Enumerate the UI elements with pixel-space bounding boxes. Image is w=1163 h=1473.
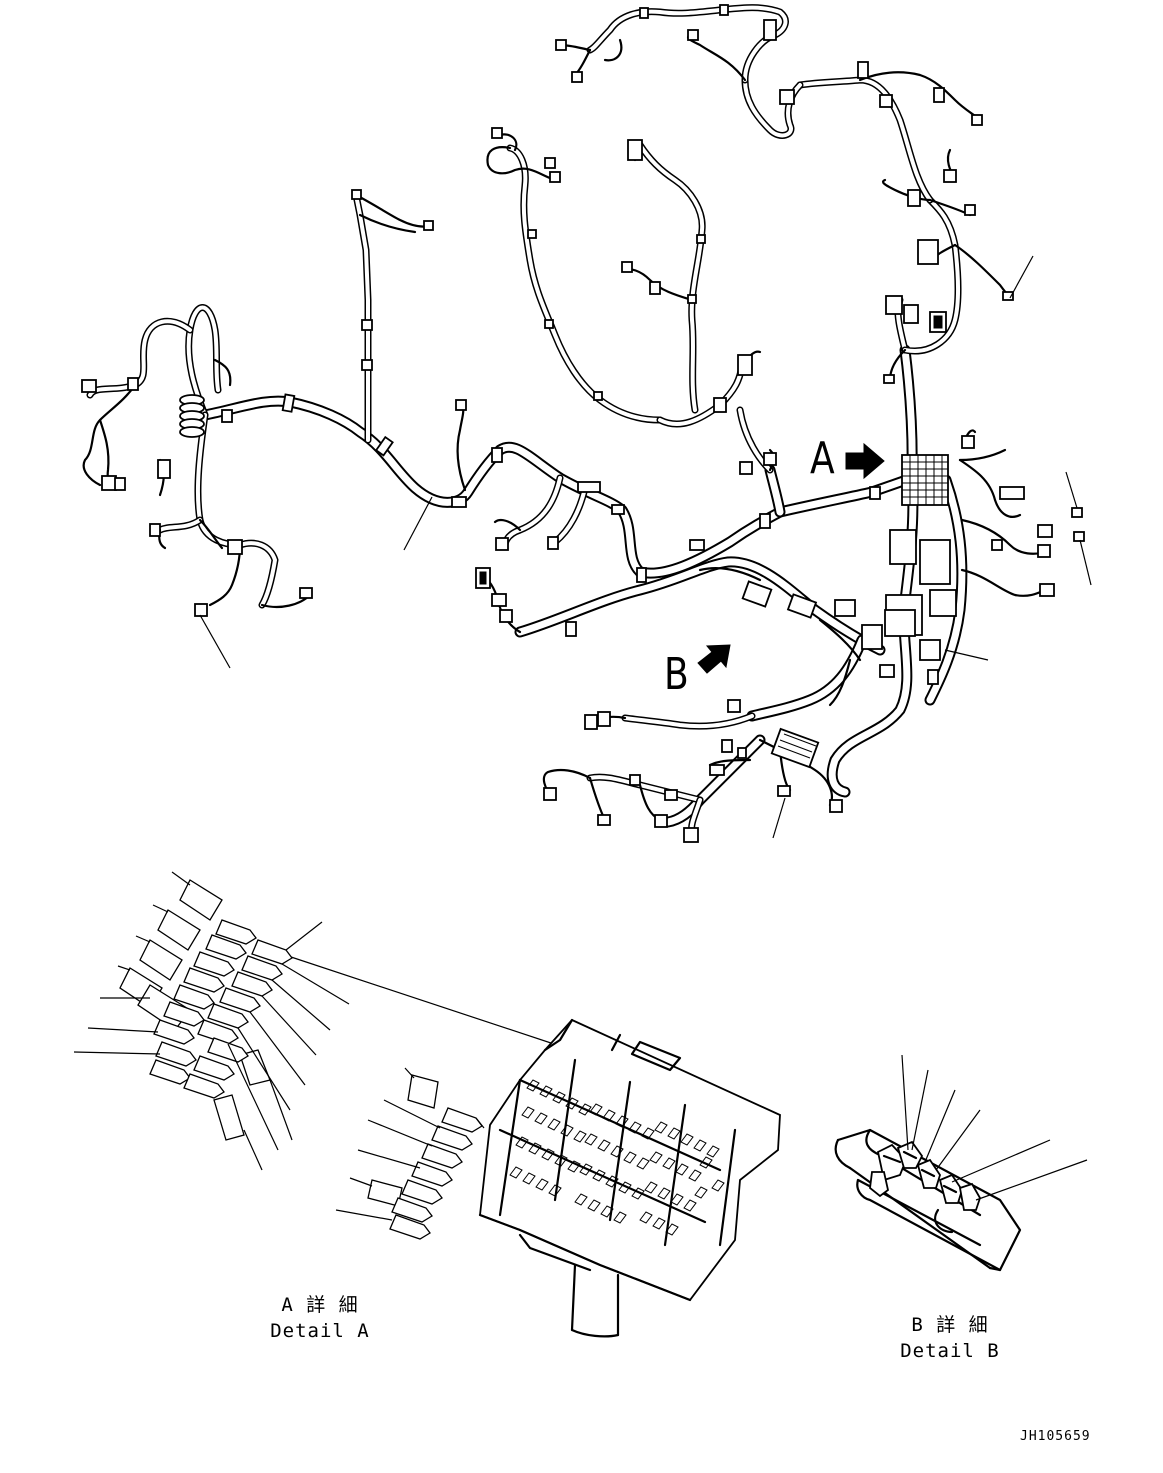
callout-label-a: A bbox=[810, 433, 835, 484]
left-branch-cluster bbox=[81, 304, 313, 617]
coiled-harness bbox=[179, 394, 205, 438]
vertical-branch bbox=[351, 189, 434, 444]
main-harness-trunk bbox=[199, 344, 968, 828]
lower-branch-cluster bbox=[542, 699, 843, 843]
detail-b-caption-en: Detail B bbox=[900, 1340, 1000, 1362]
detail-a-caption-jp: A 詳 細 bbox=[281, 1294, 359, 1316]
harness-clamps bbox=[281, 393, 881, 637]
drawing-number: JH105659 bbox=[1020, 1429, 1091, 1444]
upper-center-branches bbox=[486, 127, 777, 474]
detail-b-caption-jp: B 詳 細 bbox=[911, 1314, 989, 1336]
callout-arrow-a bbox=[845, 442, 885, 480]
detail-b bbox=[834, 1054, 1088, 1272]
right-connectors bbox=[958, 429, 1085, 597]
callout-arrow-b bbox=[697, 644, 731, 674]
mid-branch bbox=[455, 399, 601, 634]
leader-lines-upper bbox=[199, 255, 1092, 839]
central-junction bbox=[698, 566, 941, 707]
fuse-tags-left bbox=[73, 871, 350, 1171]
fuse-rows bbox=[509, 1079, 725, 1236]
junction-block bbox=[478, 1018, 781, 1338]
top-right-branches bbox=[555, 4, 1014, 384]
fuse-tags-right bbox=[335, 1067, 485, 1240]
detail-a bbox=[73, 871, 781, 1338]
callout-label-b: B bbox=[664, 649, 689, 700]
detail-a-caption-en: Detail A bbox=[270, 1320, 370, 1342]
